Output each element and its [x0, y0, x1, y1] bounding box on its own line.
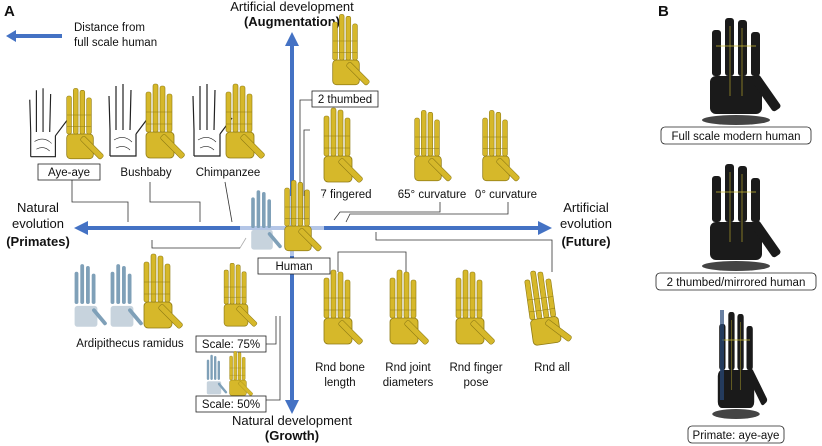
hand-7-fingered	[323, 107, 364, 184]
label-7-fingered: 7 fingered	[320, 189, 371, 201]
robot-finger-highlight	[720, 310, 724, 400]
axis-down-subtitle: (Growth)	[265, 428, 319, 443]
hand-rnd-finger-pose	[455, 269, 496, 346]
hand-ardipithecus-xray-1	[74, 264, 108, 327]
robot-hand-full-scale	[701, 17, 783, 126]
robot-hand-2-thumbed-mirrored	[701, 163, 783, 272]
legend-arrow	[6, 30, 62, 42]
hand-scale-50-xray	[206, 354, 228, 395]
axis-left-line3: (Primates)	[6, 234, 70, 249]
label-2-thumbed-mirrored: 2 thumbed/mirrored human	[667, 277, 806, 289]
label-2-thumbed-box: 2 thumbed	[311, 90, 379, 108]
label-rnd-bone-line1: Rnd bone	[315, 362, 365, 374]
hand-0-curvature	[482, 110, 521, 183]
legend-text-line2: full scale human	[74, 37, 157, 49]
label-rnd-all: Rnd all	[534, 362, 570, 374]
label-ardipithecus: Ardipithecus ramidus	[76, 338, 184, 350]
label-chimpanzee: Chimpanzee	[196, 167, 261, 179]
label-rnd-finger-line2: pose	[464, 377, 489, 389]
hand-scale-75	[223, 262, 258, 328]
axis-up-subtitle: (Augmentation)	[244, 14, 340, 29]
label-rnd-joint-line2: diameters	[383, 377, 434, 389]
hand-bushbaby	[145, 83, 186, 160]
axis-up-title: Artificial development	[230, 0, 354, 14]
label-primate: Primate: aye-aye	[693, 430, 780, 442]
label-full-scale: Full scale modern human	[671, 131, 800, 143]
legend-text-line1: Distance from	[74, 22, 145, 34]
label-aye-aye: Aye-aye	[48, 167, 90, 179]
hand-aye-aye-sketch	[29, 87, 68, 158]
label-human-box: Human	[257, 257, 331, 275]
label-primate-box: Primate: aye-aye	[687, 425, 785, 444]
axis-left-line2: evolution	[12, 216, 64, 231]
axis-left-line1: Natural	[17, 200, 59, 215]
hand-scale-50	[229, 350, 254, 397]
label-full-scale-box: Full scale modern human	[660, 126, 812, 145]
label-aye-aye-box: Aye-aye	[37, 163, 101, 181]
panel-label-a: A	[4, 3, 15, 20]
label-rnd-joint-line1: Rnd joint	[385, 362, 431, 374]
axis-right-line1: Artificial	[563, 200, 609, 215]
hand-bushbaby-sketch	[108, 83, 149, 157]
hand-chimpanzee	[225, 83, 266, 160]
label-bushbaby: Bushbaby	[120, 167, 171, 179]
label-65-curvature: 65° curvature	[398, 189, 467, 201]
panel-label-b: B	[658, 3, 669, 20]
hand-rnd-joint-diameters	[389, 269, 430, 346]
label-scale-50-box: Scale: 50%	[195, 395, 267, 413]
hand-rnd-bone-length	[323, 269, 364, 346]
axis-down-title: Natural development	[232, 413, 352, 428]
label-rnd-bone-line2: length	[324, 377, 355, 389]
label-human: Human	[275, 261, 312, 273]
hand-aye-aye	[66, 88, 105, 161]
label-0-curvature: 0° curvature	[475, 189, 537, 201]
label-2-thumbed: 2 thumbed	[318, 94, 372, 106]
hand-ardipithecus-xray-2	[110, 264, 144, 327]
hand-65-curvature	[414, 110, 453, 183]
hand-ardipithecus	[143, 253, 184, 330]
hand-rnd-all	[523, 266, 574, 348]
axis-right-line3: (Future)	[561, 234, 610, 249]
label-2-thumbed-mirrored-box: 2 thumbed/mirrored human	[655, 272, 817, 291]
label-scale-75: Scale: 75%	[202, 339, 260, 351]
label-scale-50: Scale: 50%	[202, 399, 260, 411]
label-scale-75-box: Scale: 75%	[195, 335, 267, 353]
axis-right-line2: evolution	[560, 216, 612, 231]
label-rnd-finger-line1: Rnd finger	[449, 362, 502, 374]
